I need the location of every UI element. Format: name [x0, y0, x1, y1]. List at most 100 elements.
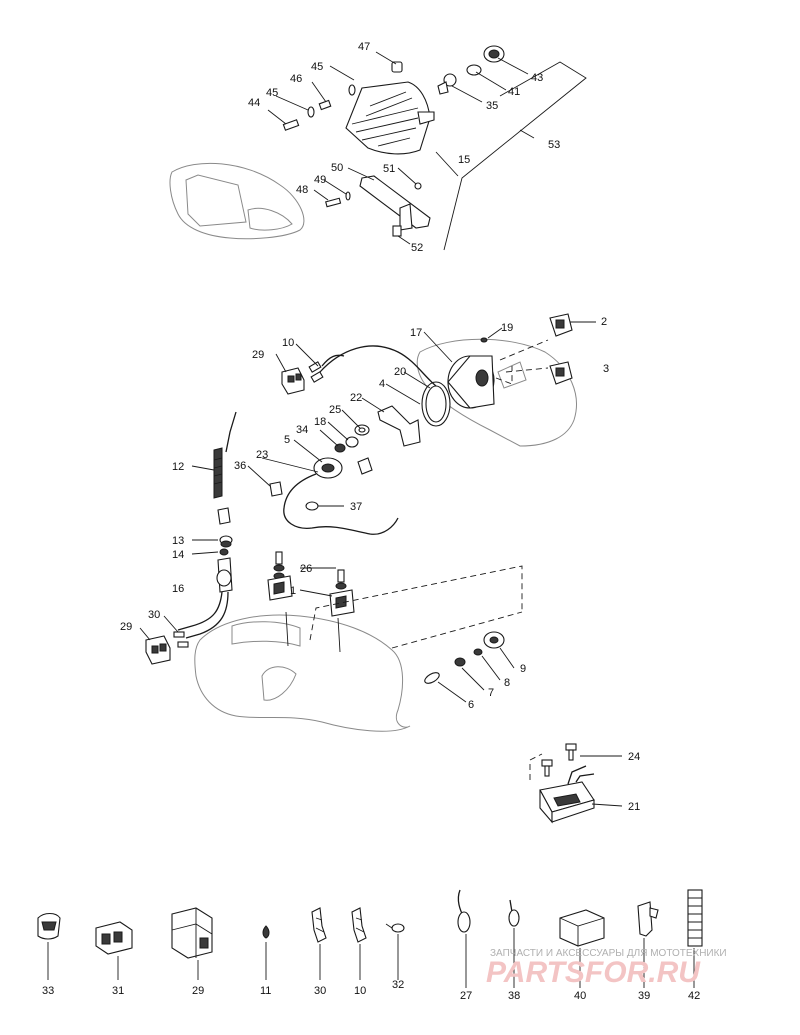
callout-35: 35: [486, 100, 498, 112]
callout-34: 34: [296, 424, 308, 436]
callout-27: 27: [460, 990, 472, 1002]
connector-37: [305, 501, 319, 511]
callout-22: 22: [350, 392, 362, 404]
sender-9: [483, 631, 505, 649]
cable-12: [213, 411, 237, 525]
washer-45b: [348, 84, 356, 96]
bracket-50: [359, 175, 431, 231]
connector-29-bottom: [171, 907, 213, 959]
callout-14: 14: [172, 549, 184, 561]
callout-52: 52: [411, 242, 423, 254]
wire-23: [283, 473, 399, 535]
harness-10: [319, 345, 437, 387]
watermark-tagline: ЗАПЧАСТИ И АКСЕССУАРЫ ДЛЯ МОТОТЕХНИКИ: [490, 948, 727, 959]
callout-53: 53: [548, 139, 560, 151]
nut-52: [392, 225, 402, 237]
callout-12: 12: [172, 461, 184, 473]
connector-36: [269, 481, 283, 497]
callout-2: 2: [601, 316, 607, 328]
callout-9: 9: [520, 663, 526, 675]
console-dash: [309, 565, 523, 641]
spring-7: [454, 657, 466, 667]
clip-33: [37, 912, 61, 940]
hood-window-left: [185, 174, 247, 227]
callout-40: 40: [574, 990, 586, 1002]
instrument-section: [139, 313, 623, 824]
terminal-30: [173, 631, 189, 648]
callout-6: 6: [468, 699, 474, 711]
hood-outline: [169, 162, 305, 240]
tie-27: [457, 889, 471, 933]
washer-49: [345, 191, 351, 201]
nut-14: [219, 548, 229, 556]
loose-parts-callouts: 33 31 29 11 30 10 32 27 38 40 39 42: [42, 979, 700, 1002]
callout-31: 31: [112, 985, 124, 997]
callout-25: 25: [329, 404, 341, 416]
boot-43: [483, 45, 505, 63]
screw-44: [282, 119, 300, 131]
callout-1: 1: [290, 585, 296, 597]
indicator-lamp-2: [549, 313, 573, 337]
headlight-assembly: [169, 45, 587, 251]
headlamp-lens-pattern: [351, 91, 419, 147]
tie-38: [508, 899, 520, 927]
callout-51: 51: [383, 163, 395, 175]
leader-15-line: [435, 151, 459, 177]
relay-40: [559, 909, 605, 947]
terminal-32: [385, 923, 405, 933]
switch-1-left: [267, 551, 293, 601]
switch-16: [177, 557, 233, 639]
callout-29: 29: [252, 349, 264, 361]
terminal-10: [308, 361, 324, 383]
callout-33: 33: [42, 985, 54, 997]
callout-30: 30: [148, 609, 160, 621]
callout-17: 17: [410, 327, 422, 339]
callout-36: 36: [234, 460, 246, 472]
callout-3: 3: [603, 363, 609, 375]
callout-16: 16: [172, 583, 184, 595]
gauge-5: [313, 457, 343, 479]
sleeve-42: [687, 889, 703, 947]
bulb-19: [480, 337, 488, 343]
indicator-lamp-3: [549, 361, 573, 385]
connector-29-lower: [145, 635, 171, 665]
watermark-brand: PARTSFOR.RU: [486, 956, 701, 989]
callout-38: 38: [508, 990, 520, 1002]
callout-10: 10: [282, 337, 294, 349]
callout-19: 19: [501, 322, 513, 334]
screw-24: [541, 743, 577, 777]
callout-18: 18: [314, 416, 326, 428]
callout-45-lower: 45: [266, 87, 278, 99]
watermark: ЗАПЧАСТИ И АКСЕССУАРЫ ДЛЯ МОТОТЕХНИКИ PA…: [486, 948, 727, 989]
callout-46: 46: [290, 73, 302, 85]
callout-50: 50: [331, 162, 343, 174]
switch-1-right: [329, 569, 355, 617]
screw-5-bolt: [357, 457, 373, 475]
gauge-17: [447, 355, 495, 409]
callout-29-bottom: 29: [192, 985, 204, 997]
nut-51: [414, 182, 422, 190]
callout-29-lower: 29: [120, 621, 132, 633]
washer-25: [354, 424, 370, 436]
headlamp-housing: [345, 81, 431, 155]
callout-13: 13: [172, 535, 184, 547]
callout-7: 7: [488, 687, 494, 699]
headlight-callouts: 47 45 46 45 44 35 41 43 53 15 50 51 49 4…: [248, 41, 560, 254]
callout-4: 4: [379, 378, 385, 390]
callout-24: 24: [628, 751, 640, 763]
terminal-30-bottom: [311, 907, 327, 943]
nut-18: [345, 436, 359, 448]
bracket-22: [377, 405, 421, 447]
regulator-21: [539, 765, 595, 824]
ring-20: [421, 381, 451, 427]
callout-32: 32: [392, 979, 404, 991]
bracket-39: [637, 901, 659, 937]
hood-window-right: [247, 207, 293, 231]
connector-31: [95, 921, 133, 955]
harness-outline-53: [443, 61, 587, 251]
callout-5: 5: [284, 434, 290, 446]
nut-47: [391, 61, 403, 73]
callout-45: 45: [311, 61, 323, 73]
loose-parts-row: [37, 889, 703, 988]
callout-10-bottom: 10: [354, 985, 366, 997]
